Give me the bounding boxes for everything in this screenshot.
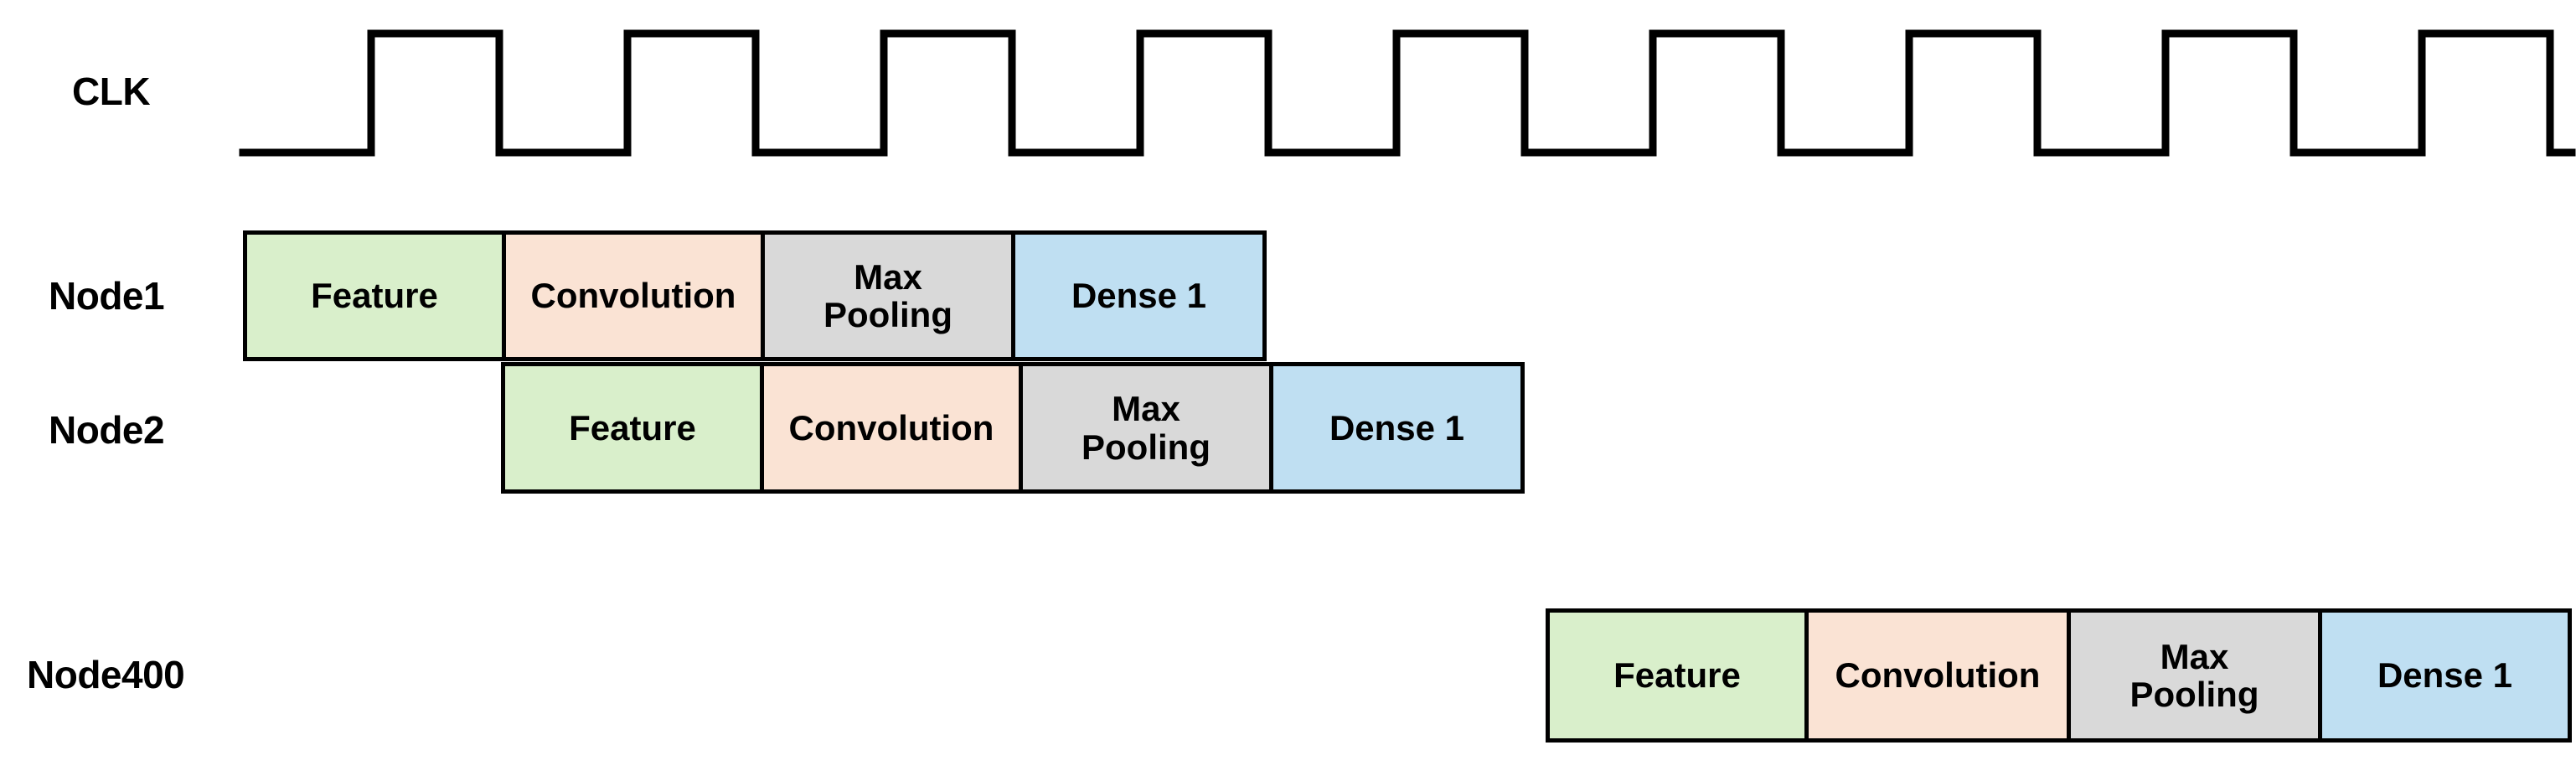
- node1-stage-convolution: Convolution: [506, 235, 765, 357]
- node2-stage-max-pooling: Max Pooling: [1023, 366, 1273, 489]
- stage-label-line2: Pooling: [1082, 427, 1211, 467]
- stage-label: Dense 1: [2377, 655, 2513, 696]
- node400-stage-dense-1: Dense 1: [2322, 613, 2568, 738]
- stage-label-line2: Pooling: [823, 295, 952, 334]
- stage-label: Dense 1: [1329, 407, 1465, 448]
- clk-waveform: [239, 29, 2576, 157]
- node2-pipeline-row: Feature Convolution Max Pooling Dense 1: [501, 362, 1525, 494]
- node2-stage-convolution: Convolution: [764, 366, 1023, 489]
- stage-label: Max Pooling: [1082, 390, 1211, 466]
- stage-label: Convolution: [788, 407, 994, 448]
- stage-label: Convolution: [1835, 655, 2041, 696]
- stage-label: Feature: [1613, 655, 1741, 696]
- node400-stage-max-pooling: Max Pooling: [2071, 613, 2322, 738]
- node400-stage-convolution: Convolution: [1809, 613, 2071, 738]
- node400-stage-feature: Feature: [1550, 613, 1809, 738]
- node2-stage-feature: Feature: [505, 366, 764, 489]
- node2-stage-dense-1: Dense 1: [1273, 366, 1520, 489]
- node2-row-label: Node2: [49, 408, 165, 452]
- stage-label-line1: Max: [2160, 636, 2229, 676]
- stage-label-line1: Max: [854, 256, 922, 297]
- stage-label: Feature: [569, 407, 696, 448]
- node1-stage-feature: Feature: [247, 235, 506, 357]
- node400-row-label: Node400: [27, 653, 185, 696]
- node1-row-label: Node1: [49, 274, 165, 318]
- clk-row-label: CLK: [72, 70, 151, 113]
- node1-pipeline-row: Feature Convolution Max Pooling Dense 1: [243, 230, 1267, 361]
- node400-pipeline-row: Feature Convolution Max Pooling Dense 1: [1546, 608, 2572, 743]
- node1-stage-max-pooling: Max Pooling: [765, 235, 1015, 357]
- stage-label-line2: Pooling: [2129, 675, 2259, 714]
- stage-label: Feature: [311, 276, 438, 316]
- stage-label: Max Pooling: [2129, 636, 2259, 714]
- stage-label-line1: Max: [1112, 389, 1180, 429]
- stage-label: Max Pooling: [823, 256, 952, 334]
- node1-stage-dense-1: Dense 1: [1015, 235, 1262, 357]
- clk-waveform-path: [239, 29, 2576, 157]
- stage-label: Dense 1: [1071, 276, 1207, 316]
- stage-label: Convolution: [530, 276, 736, 316]
